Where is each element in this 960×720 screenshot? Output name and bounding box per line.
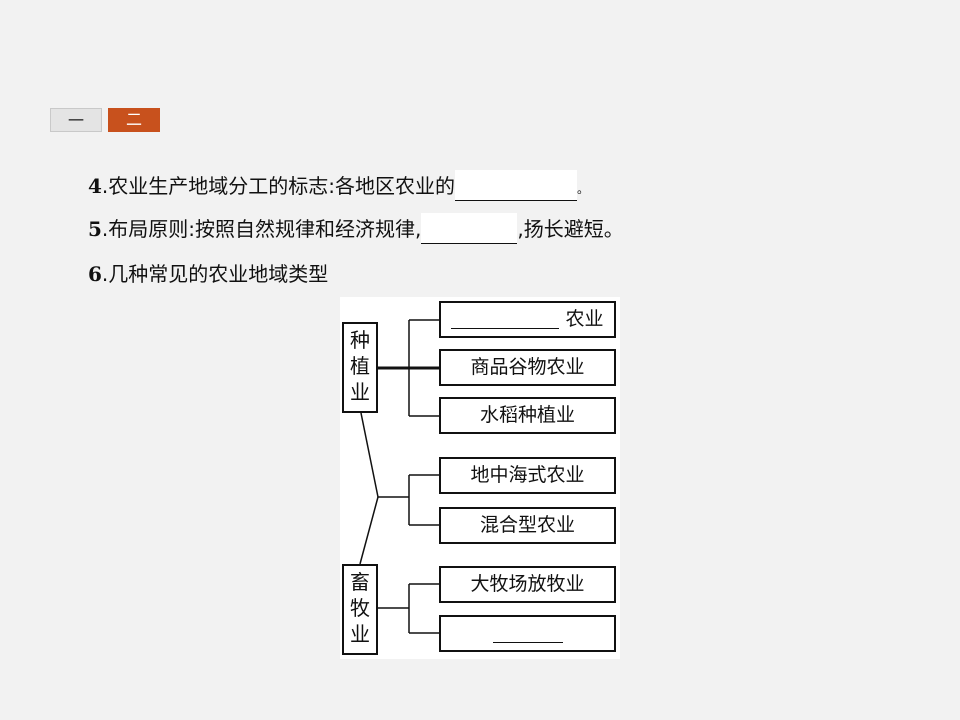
item-5-blank[interactable] [421,213,518,244]
diagram-connectors [359,319,439,634]
item-5-end: ,扬长避短。 [517,217,624,241]
item-4-end: 。 [577,182,590,196]
livestock-char-2: 牧 [350,596,370,620]
item-6: 6.几种常见的农业地域类型 [88,258,328,287]
planting-industry-box: 种 植 业 [342,322,378,413]
agriculture-type-box-4: 地中海式农业 [439,457,616,494]
item-6-number: 6 [88,262,102,286]
item-5-text: .布局原则:按照自然规律和经济规律, [101,217,422,241]
planting-char-3: 业 [350,380,370,404]
item-6-text: .几种常见的农业地域类型 [101,262,329,286]
livestock-char-1: 畜 [350,570,370,594]
item-4-text: .农业生产地域分工的标志:各地区农业的 [101,174,456,198]
planting-char-2: 植 [350,354,370,378]
agriculture-type-box-7 [439,615,616,652]
box-7-blank[interactable] [492,620,563,643]
box-1-blank[interactable] [451,306,560,329]
item-4: 4.农业生产地域分工的标志:各地区农业的 。 [88,170,589,201]
item-4-blank[interactable] [455,170,578,201]
agriculture-type-box-1: 农业 [439,301,616,338]
agriculture-type-box-6: 大牧场放牧业 [439,566,616,603]
item-4-number: 4 [88,174,102,198]
agriculture-type-box-3: 水稻种植业 [439,397,616,434]
item-5-number: 5 [88,217,102,241]
planting-char-1: 种 [350,328,370,352]
agriculture-type-box-2: 商品谷物农业 [439,349,616,386]
livestock-char-3: 业 [350,622,370,646]
box-1-suffix: 农业 [565,308,604,330]
item-5: 5.布局原则:按照自然规律和经济规律, ,扬长避短。 [88,213,624,244]
livestock-industry-box: 畜 牧 业 [342,564,378,655]
tab-one[interactable]: 一 [50,108,102,132]
agriculture-type-diagram: 种 植 业 畜 牧 业 农业 商品谷物农业 水稻种植业 地中海式农业 混合型农业… [340,297,620,659]
tab-two[interactable]: 二 [108,108,160,132]
agriculture-type-box-5: 混合型农业 [439,507,616,544]
